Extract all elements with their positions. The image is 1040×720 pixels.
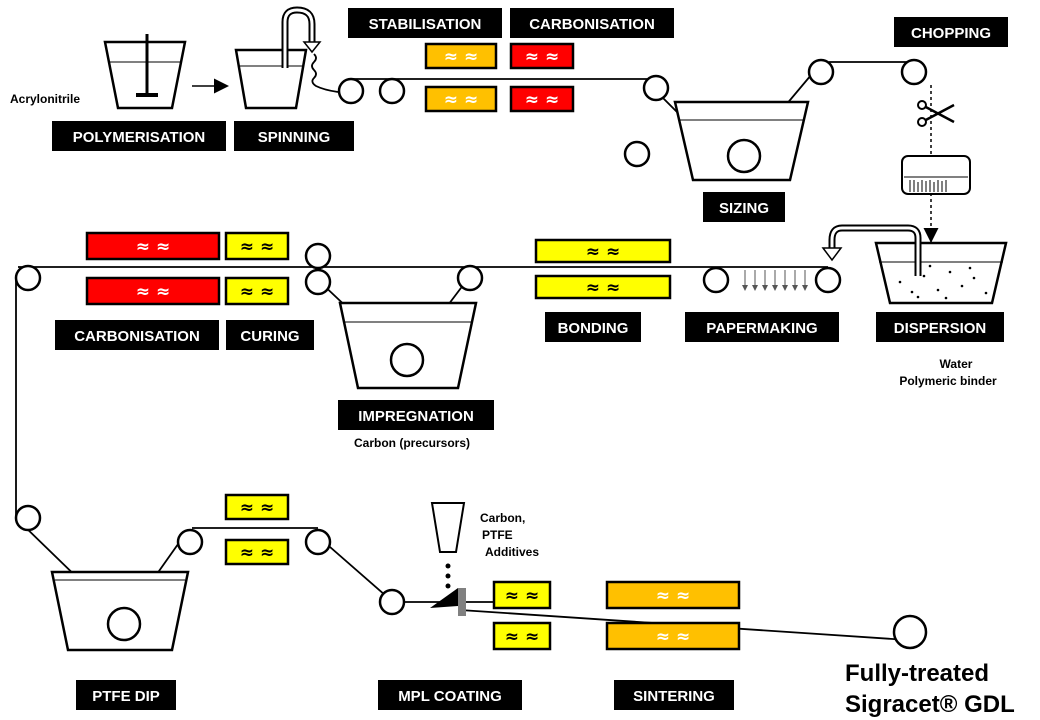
heater-symbol: ≈ ≈ — [586, 242, 620, 262]
heater-symbol: ≈ ≈ — [136, 237, 170, 257]
row1-rollers — [337, 58, 928, 168]
chopped-fibre-container — [901, 155, 971, 195]
sintering-label: SINTERING — [633, 688, 715, 705]
heater-symbol: ≈ ≈ — [525, 47, 559, 67]
stabilisation-oven: ≈ ≈ ≈ ≈ — [424, 42, 498, 113]
row3-rollers — [14, 504, 928, 650]
stirrer-icon — [136, 34, 158, 97]
curing-oven: ≈ ≈ ≈ ≈ — [224, 231, 290, 306]
polymerisation-vessel — [103, 34, 187, 110]
heater-symbol: ≈ ≈ — [136, 282, 170, 302]
heater-symbol: ≈ ≈ — [656, 627, 690, 647]
impregnation-label: IMPREGNATION — [358, 408, 474, 425]
heater-symbol: ≈ ≈ — [240, 282, 274, 302]
dispersion-label: DISPERSION — [894, 320, 987, 337]
mpl-drying-oven: ≈ ≈ ≈ ≈ — [492, 580, 552, 651]
impregnation-bath — [338, 301, 478, 390]
heater-symbol: ≈ ≈ — [505, 586, 539, 606]
ptfe-drying-oven: ≈ ≈ ≈ ≈ — [224, 493, 290, 566]
product-line1: Fully-treated — [845, 660, 989, 687]
binder-note: Polymeric binder — [899, 374, 997, 388]
row2-rollers — [14, 242, 842, 296]
heater-symbol: ≈ ≈ — [444, 90, 478, 110]
heater-symbol: ≈ ≈ — [505, 627, 539, 647]
dispersion-tank — [821, 224, 1008, 305]
carbonisation-mid-oven: ≈ ≈ ≈ ≈ — [85, 231, 221, 306]
heater-symbol: ≈ ≈ — [525, 90, 559, 110]
heater-symbol: ≈ ≈ — [240, 543, 274, 563]
heater-symbol: ≈ ≈ — [444, 47, 478, 67]
spinning-label: SPINNING — [258, 129, 331, 146]
stabilisation-label: STABILISATION — [369, 16, 482, 33]
ptfe-dip-label: PTFE DIP — [92, 688, 160, 705]
carbonisation-top-oven: ≈ ≈ ≈ ≈ — [509, 42, 575, 113]
mpl-ptfe-note: PTFE — [482, 528, 513, 542]
heater-symbol: ≈ ≈ — [240, 237, 274, 257]
carbonisation-mid-label: CARBONISATION — [74, 328, 200, 345]
ptfe-dip-bath — [50, 570, 190, 652]
mpl-coater — [430, 502, 466, 616]
curing-label: CURING — [240, 328, 299, 345]
bonding-label: BONDING — [558, 320, 629, 337]
polymerisation-label: POLYMERISATION — [73, 129, 206, 146]
mpl-carbon-note: Carbon, — [480, 511, 525, 525]
carbon-precursors-note: Carbon (precursors) — [354, 436, 470, 450]
heater-symbol: ≈ ≈ — [586, 278, 620, 298]
heater-symbol: ≈ ≈ — [656, 586, 690, 606]
product-line2: Sigracet® GDL — [845, 691, 1015, 718]
chopping-label: CHOPPING — [911, 25, 991, 42]
sizing-bath — [673, 100, 810, 182]
water-note: Water — [940, 357, 973, 371]
bonding-oven: ≈ ≈ ≈ ≈ — [534, 238, 672, 300]
heater-symbol: ≈ ≈ — [240, 498, 274, 518]
sintering-oven: ≈ ≈ ≈ ≈ — [605, 580, 741, 651]
papermaking-label: PAPERMAKING — [706, 320, 817, 337]
spinning-vessel — [234, 6, 339, 110]
scissors-icon — [917, 100, 955, 127]
mpl-coating-label: MPL COATING — [398, 688, 502, 705]
papermaking-drain-arrows — [742, 270, 808, 291]
acrylonitrile-note: Acrylonitrile — [10, 92, 80, 106]
carbonisation-top-label: CARBONISATION — [529, 16, 655, 33]
mpl-additives-note: Additives — [485, 545, 539, 559]
sizing-label: SIZING — [719, 200, 769, 217]
